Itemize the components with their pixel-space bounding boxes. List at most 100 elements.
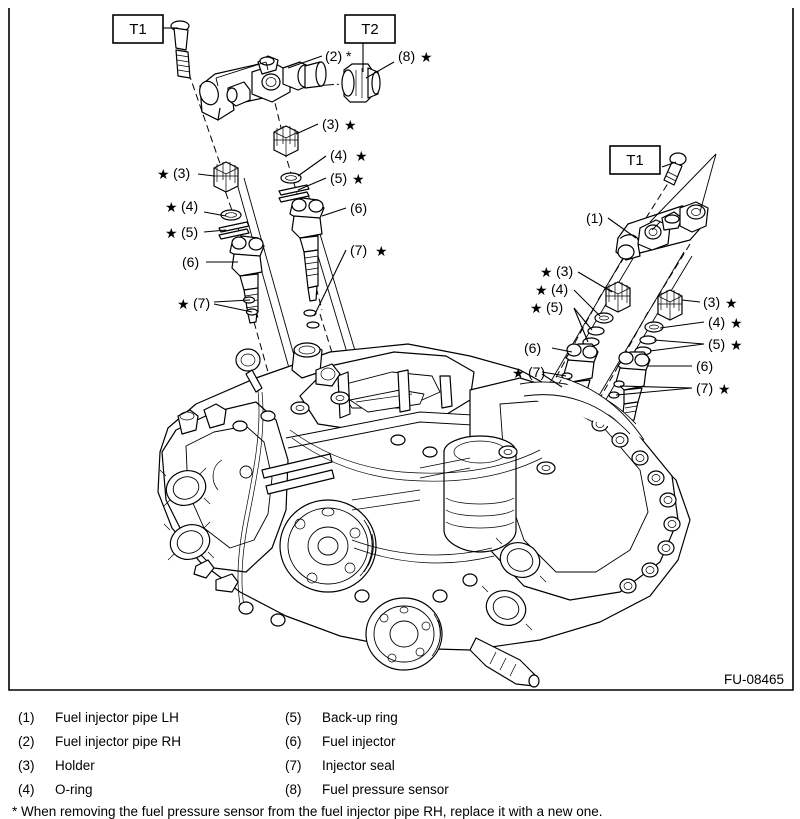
callout-5-number: (5) [546,299,563,315]
tool-t1-right-bolt [663,152,687,186]
legend-item: (1) Fuel injector pipe LH [18,706,285,730]
legend-row: (4) O-ring (8) Fuel pressure sensor [18,778,782,802]
callout-3-number: (3) [703,294,720,310]
injector-seats [290,391,556,475]
figure-border [8,8,794,691]
legend-number: (8) [285,782,302,797]
callout-1-right: (1) [586,210,603,226]
callout-2-star: (2) * [325,48,352,64]
star-icon: ★ [375,243,388,259]
callout-7-number: (7) [696,380,713,396]
callout-5-number: (5) [708,336,725,352]
tool-box-t2-top[interactable]: T2 [344,14,396,44]
star-icon: ★ [540,264,553,280]
backup-ring-part [582,326,605,347]
legend-label: Fuel pressure sensor [322,782,449,797]
legend-grid: (1) Fuel injector pipe LH (5) Back-up ri… [18,706,782,802]
star-icon: ★ [535,282,548,298]
callout-4-star-left: ★ (4) [165,198,198,215]
holder-part [213,161,239,193]
callout-3-star-r1: ★ (3) [540,263,573,280]
star-icon: ★ [157,166,170,182]
star-icon: ★ [165,199,178,215]
star-icon: ★ [355,148,368,164]
star-icon: ★ [512,365,525,381]
legend-label: O-ring [55,782,93,797]
right-port-flanges [481,537,547,631]
figure-illustration-area: T1 T2 T1 (2) * (8) ★ (3) ★ (4) ★ (5) ★ (… [8,8,794,691]
callout-7-star-r1: ★ (7) [512,364,545,381]
legend-item: (8) Fuel pressure sensor [285,778,449,802]
callout-6-left: (6) [182,254,199,270]
lower-intake-hose [469,637,540,688]
middle-injector-stack [273,125,325,329]
legend-section: (1) Fuel injector pipe LH (5) Back-up ri… [0,700,800,819]
callout-7-number: (7) [528,364,545,380]
callout-5-star-mid: (5) ★ [330,170,365,187]
crank-pulley [279,499,377,593]
callout-5-star-r2: (5) ★ [708,336,743,353]
left-port-flanges [159,467,215,561]
holder-part [657,289,683,321]
callout-3-star-left: ★ (3) [157,165,190,182]
callout-leader-lines [163,27,705,396]
legend-item: (2) Fuel injector pipe RH [18,730,285,754]
fuel-injector-part [289,197,325,302]
callout-4-number: (4) [708,314,725,330]
star-icon: ★ [352,171,365,187]
legend-item: (6) Fuel injector [285,730,396,754]
callout-6-r1: (6) [524,340,541,356]
lower-pulley [365,597,443,671]
misc-hardware [193,410,478,627]
callout-5-number: (5) [181,224,198,240]
legend-item: (7) Injector seal [285,754,395,778]
legend-item: (4) O-ring [18,778,285,802]
callout-3-number: (3) [173,165,190,181]
star-icon: ★ [344,117,357,133]
star-icon: ★ [165,225,178,241]
backup-ring-part [218,221,250,240]
legend-item: (3) Holder [18,754,285,778]
holder-part [605,281,631,313]
o-ring-part [594,312,614,324]
legend-number: (5) [285,710,302,725]
star-icon: ★ [725,295,738,311]
callout-3-number: (3) [556,263,573,279]
legend-number: (1) [18,710,35,725]
legend-row: (1) Fuel injector pipe LH (5) Back-up ri… [18,706,782,730]
legend-row: (3) Holder (7) Injector seal [18,754,782,778]
tool-label-t1-right: T1 [626,152,644,169]
oil-filler-tower [291,342,341,387]
legend-label: Holder [55,758,95,773]
left-injector-stack [213,161,265,324]
legend-label: Back-up ring [322,710,398,725]
fuel-injector-pipe-rh [199,55,327,121]
tool-label-t1-left: T1 [129,21,147,38]
legend-number: (4) [18,782,35,797]
callout-3-star-mid: (3) ★ [322,116,357,133]
tool-box-t1-left[interactable]: T1 [112,14,164,44]
legend-number: (6) [285,734,302,749]
tool-label-t2-top: T2 [361,21,379,38]
fuel-injector-pipe-lh [615,153,717,261]
star-icon: ★ [718,381,731,397]
callout-6-r2: (6) [696,358,713,374]
star-icon: ★ [177,296,190,312]
callout-7-star-mid: (7) ★ [350,242,388,259]
callout-7-star-r2: (7) ★ [696,380,731,397]
legend-item: (5) Back-up ring [285,706,398,730]
figure-code: FU-08465 [724,672,784,687]
callout-4-number: (4) [551,281,568,297]
injector-seal-part [306,321,320,329]
tool-box-t1-right[interactable]: T1 [609,145,661,175]
callout-5-star-r1: ★ (5) [530,299,563,316]
callout-3-number: (3) [322,116,339,132]
backup-ring-part [634,335,657,356]
callout-4-star-r1: ★ (4) [535,281,568,298]
right-injector-stack-outer [608,289,683,423]
callout-3-star-r2: (3) ★ [703,294,738,311]
callout-5-star-left: ★ (5) [165,224,198,241]
callout-7-number: (7) [193,295,210,311]
cylindrical-housing [443,435,517,553]
callout-4-star-r2: (4) ★ [708,314,743,331]
